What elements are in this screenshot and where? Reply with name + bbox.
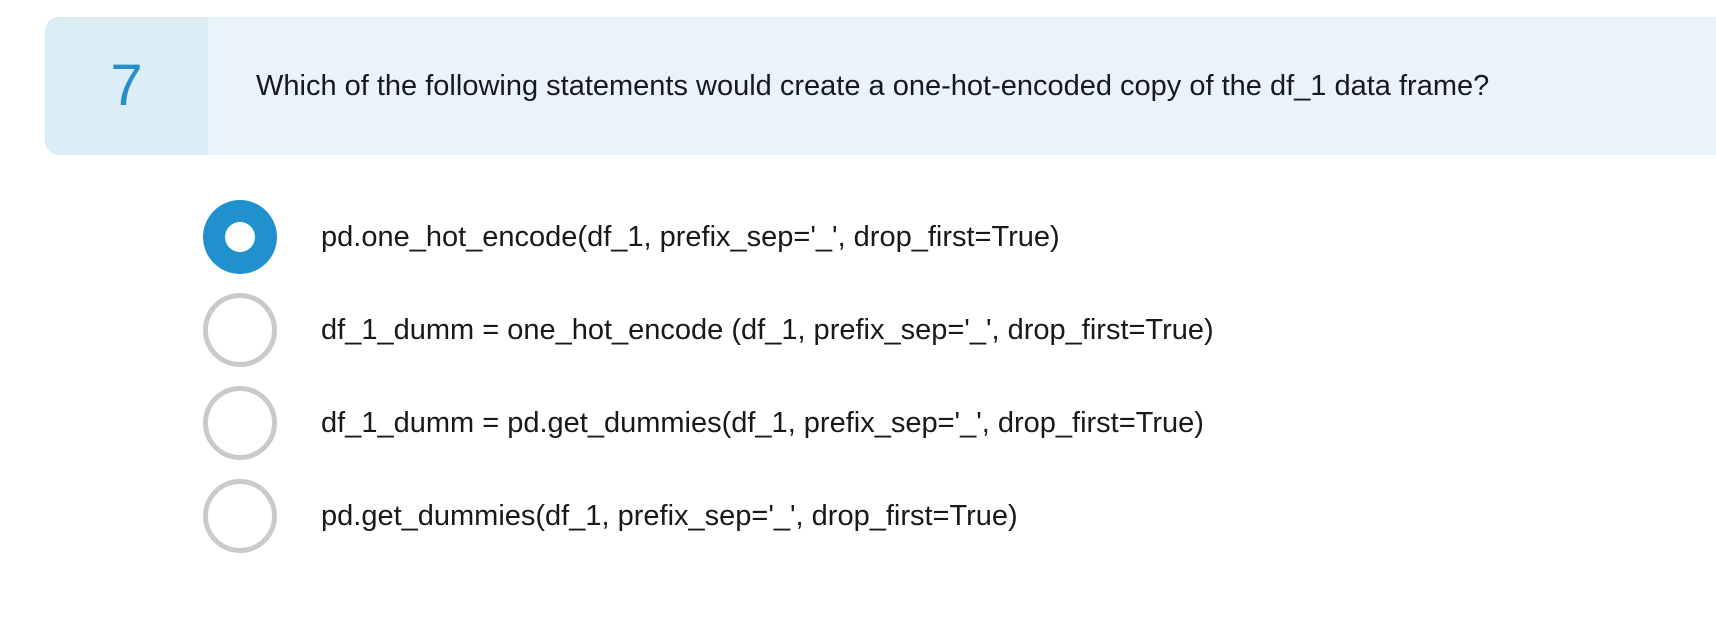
option-label[interactable]: df_1_dumm = one_hot_encode (df_1, prefix… xyxy=(321,313,1214,346)
question-header: 7 Which of the following statements woul… xyxy=(45,17,1716,155)
question-number: 7 xyxy=(110,53,143,118)
radio-button[interactable] xyxy=(203,293,277,367)
options-list: pd.one_hot_encode(df_1, prefix_sep='_', … xyxy=(203,200,1214,553)
radio-button[interactable] xyxy=(203,386,277,460)
question-number-box: 7 xyxy=(45,17,208,155)
option-label[interactable]: pd.one_hot_encode(df_1, prefix_sep='_', … xyxy=(321,220,1060,253)
radio-button[interactable] xyxy=(203,479,277,553)
option-row-4[interactable]: pd.get_dummies(df_1, prefix_sep='_', dro… xyxy=(203,479,1214,553)
option-row-3[interactable]: df_1_dumm = pd.get_dummies(df_1, prefix_… xyxy=(203,386,1214,460)
question-text: Which of the following statements would … xyxy=(256,69,1490,102)
option-row-1[interactable]: pd.one_hot_encode(df_1, prefix_sep='_', … xyxy=(203,200,1214,274)
radio-button[interactable] xyxy=(203,200,277,274)
option-label[interactable]: df_1_dumm = pd.get_dummies(df_1, prefix_… xyxy=(321,406,1204,439)
option-label[interactable]: pd.get_dummies(df_1, prefix_sep='_', dro… xyxy=(321,499,1018,532)
option-row-2[interactable]: df_1_dumm = one_hot_encode (df_1, prefix… xyxy=(203,293,1214,367)
